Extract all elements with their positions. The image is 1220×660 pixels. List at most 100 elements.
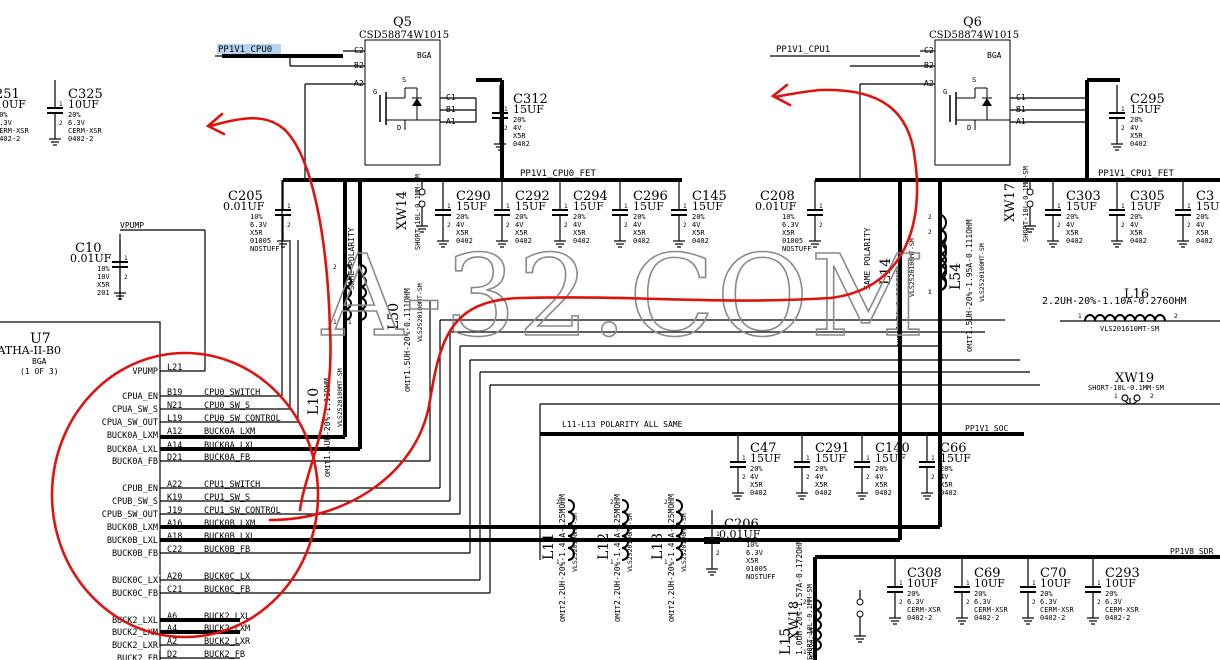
cap-pin-1: 1: [447, 203, 451, 210]
ground-symbol: [614, 235, 626, 248]
cap-spec: X5R: [513, 132, 526, 140]
annotation-arrowhead-cpu0: [205, 112, 226, 136]
inductor-omit: OMIT: [668, 604, 676, 622]
cap-value: 15UF: [692, 200, 723, 213]
cap-spec: 4V: [1066, 221, 1075, 229]
cap-ref: C295: [1130, 92, 1165, 107]
u7-pin-ball-5: A14: [167, 441, 182, 451]
q6-pin-a1: A1: [1016, 117, 1026, 126]
cap-value: 10UF: [1040, 577, 1071, 590]
cap-value: 0.01UF: [755, 200, 797, 213]
inductor-value: 1.5UH-20%-0.111OHM: [403, 288, 412, 375]
cap-spec: X5R: [746, 557, 759, 565]
short-ref: XW18: [787, 601, 802, 640]
cap-pin-2: 2: [742, 474, 746, 481]
u7-pin-net-2: CPU0_SW_S: [204, 401, 250, 411]
u7-pin-name-9: CPUB_SW_OUT: [102, 510, 158, 520]
inductor-value: 2.2UH-20%-1.45A-125MOHM: [613, 494, 622, 605]
cap-spec: 20%: [940, 465, 953, 473]
cap-pin-1: 1: [742, 455, 746, 462]
inductor-pin-1: 1: [610, 559, 614, 566]
cap-ref: C294: [573, 189, 608, 204]
cap-pin-2: 2: [287, 222, 291, 229]
ground-symbol: [956, 612, 968, 625]
cap-pin-2: 2: [59, 120, 63, 127]
net-pp1v1-soc: PP1V1_SOC: [965, 424, 1009, 433]
ground-symbol: [921, 487, 933, 500]
cap-pin-1: 1: [564, 203, 568, 210]
inductor-ref: L13: [650, 533, 666, 560]
cap-spec: 0402: [940, 489, 957, 497]
cap-spec: 20%: [750, 465, 763, 473]
cap-spec: 0402-2: [1040, 614, 1065, 622]
cap-pin-2: 2: [124, 274, 128, 281]
cap-spec: 4V: [573, 221, 582, 229]
u7-pin-name-10: BUCK0B_LXM: [107, 523, 158, 533]
cap-spec: 10%: [782, 213, 795, 221]
cap-spec: CERM-XSR: [1105, 606, 1140, 614]
cap-value: 10UF: [1105, 577, 1136, 590]
cap-spec: 0402: [515, 237, 532, 245]
u7-pin-name-3: CPUA_SW_OUT: [102, 418, 158, 428]
u7-pin-ball-11: A18: [167, 532, 182, 542]
ground-symbol: [1087, 612, 1099, 625]
u7-pin-name-12: BUCK0B_FB: [112, 549, 158, 559]
inductor-pin-1: 1: [333, 319, 337, 326]
cap-ref: C47: [750, 441, 777, 456]
inductor-omit: OMIT: [559, 604, 567, 622]
note-polarity-2: SAME POLARITY: [863, 227, 872, 290]
short-ref: XW14: [395, 191, 410, 230]
cap-spec: X5R: [1130, 132, 1143, 140]
cap-spec: 4V: [513, 124, 522, 132]
inductor-pin-1: 1: [348, 319, 352, 326]
cap-spec: 0402: [875, 489, 892, 497]
q5-s: S: [402, 76, 406, 84]
cap-spec: X5R: [573, 229, 586, 237]
ground-symbol: [114, 287, 126, 300]
cap-spec: CERM-XSR: [68, 127, 103, 135]
u7-pin-net-17: BUCK2_LXR: [204, 637, 251, 647]
cap-spec: X5R: [782, 229, 795, 237]
u7-pin-ball-2: N21: [167, 401, 182, 411]
cap-spec: 0402: [750, 489, 767, 497]
cap-pin-1: 1: [683, 203, 687, 210]
q5-ref: Q5: [393, 15, 412, 30]
cap-pin-1: 1: [1097, 580, 1101, 587]
net-highlight: [217, 44, 281, 54]
ground-symbol: [416, 220, 428, 233]
net-vpump: VPUMP: [120, 221, 144, 230]
cap-spec: 20%: [573, 213, 586, 221]
inductor-ref: L54: [948, 263, 964, 290]
cap-value: 15UF: [456, 200, 487, 213]
cap-pin-2: 2: [899, 599, 903, 606]
cap-pin-2: 2: [1121, 222, 1125, 229]
cap-spec: 0402-2: [1105, 614, 1130, 622]
cap-value: 10UF: [907, 577, 938, 590]
inductor-pkg: VLS201610MT-SM: [1100, 325, 1159, 333]
u7-ref: U7: [30, 331, 51, 347]
cap-pin-1: 1: [806, 455, 810, 462]
ground-symbol: [673, 235, 685, 248]
inductor-pkg: PRB2520-SM: [808, 628, 816, 660]
u7-pin-net-3: CPU0_SW_CONTROL: [204, 414, 281, 424]
cap-spec: X5R: [940, 481, 953, 489]
cap-ref: C291: [815, 441, 850, 456]
cap-pin-2: 2: [716, 550, 720, 557]
cap-spec: 20%: [1066, 213, 1079, 221]
u7-pin-ball-3: L19: [167, 414, 182, 424]
ground-symbol: [554, 235, 566, 248]
inductor-ref: L50: [386, 303, 402, 330]
cap-spec: 4V: [815, 473, 824, 481]
u7-pin-ball-12: C22: [167, 545, 182, 555]
ground-symbol: [1111, 138, 1123, 151]
u7-pin-ball-14: C21: [167, 585, 182, 595]
